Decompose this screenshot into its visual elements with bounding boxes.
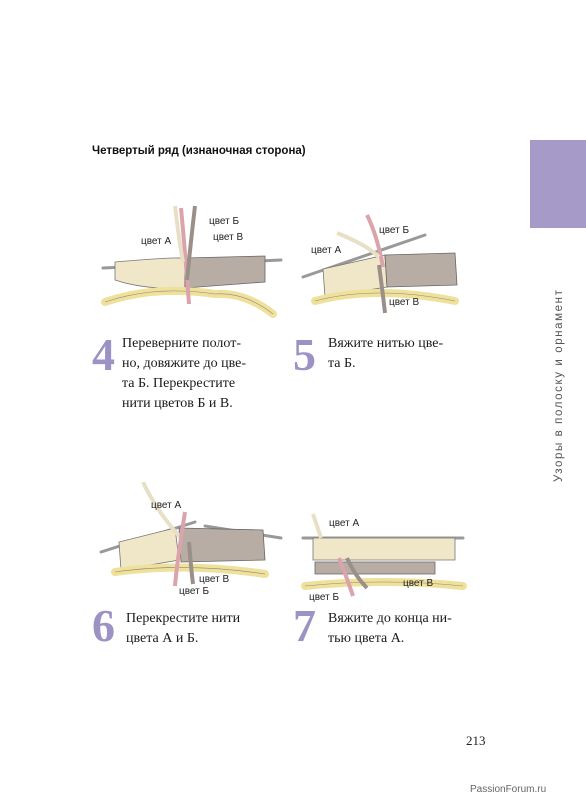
step-number: 4	[92, 329, 115, 380]
step-line: Переверните полот-	[122, 336, 241, 351]
label-color-b: цвет Б	[179, 586, 210, 597]
label-color-a: цвет А	[141, 236, 172, 247]
step-number: 6	[92, 600, 115, 651]
step-line: Вяжите до конца ни-	[328, 611, 452, 626]
step-text: Вяжите нитью цве- та Б.	[328, 334, 443, 374]
step-text: Вяжите до конца ни- тью цвета А.	[328, 609, 452, 649]
label-color-b: цвет Б	[309, 592, 340, 603]
step-text: Перекрестите нити цвета А и Б.	[126, 609, 240, 649]
step-line: нити цветов Б и В.	[122, 396, 233, 411]
label-color-a: цвет А	[329, 518, 360, 529]
label-color-b: цвет Б	[209, 216, 240, 227]
step-line: та Б. Перекрестите	[122, 376, 236, 391]
section-tab	[530, 140, 586, 228]
watermark: PassionForum.ru	[470, 784, 547, 795]
step-line: тью цвета А.	[328, 631, 405, 646]
step-line: Перекрестите нити	[126, 611, 241, 626]
knitting-figure-6: цвет А цвет Б цвет В	[99, 482, 283, 597]
step-line: цвета А и Б.	[126, 631, 199, 646]
knitting-figure-4: цвет А цвет Б цвет В	[101, 205, 283, 318]
step-number: 5	[293, 329, 316, 380]
label-color-b: цвет Б	[379, 225, 410, 236]
step-number: 7	[293, 600, 316, 651]
label-color-c: цвет В	[389, 297, 420, 308]
knitting-figure-5: цвет А цвет Б цвет В	[301, 214, 459, 314]
label-color-a: цвет А	[311, 245, 342, 256]
knitting-figure-7: цвет А цвет Б цвет В	[301, 513, 467, 603]
section-title: Узоры в полоску и орнамент	[553, 288, 565, 483]
page-number: 213	[466, 733, 486, 748]
step-line: Вяжите нитью цве-	[328, 336, 444, 351]
step-line: но, довяжите до цве-	[122, 356, 246, 371]
label-color-c: цвет В	[403, 578, 434, 589]
label-color-c: цвет В	[213, 232, 244, 243]
page-heading: Четвертый ряд (изнаночная сторона)	[92, 145, 306, 157]
label-color-c: цвет В	[199, 574, 230, 585]
label-color-a: цвет А	[151, 500, 182, 511]
step-text: Переверните полот- но, довяжите до цве- …	[122, 334, 246, 414]
step-line: та Б.	[328, 356, 356, 371]
